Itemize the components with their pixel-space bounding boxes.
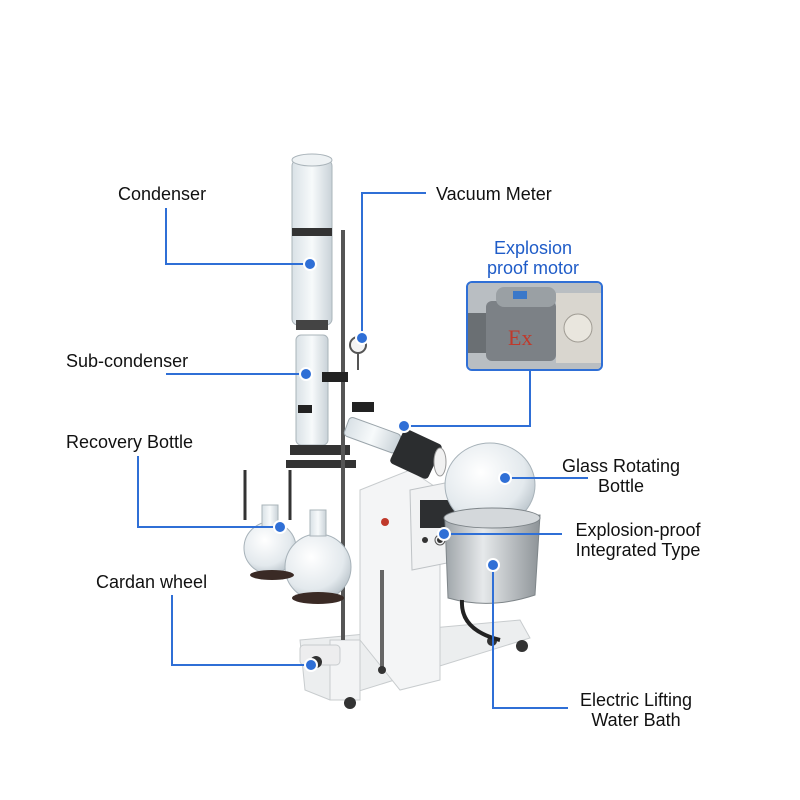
valves	[298, 372, 374, 413]
label-cardan-wheel: Cardan wheel	[96, 572, 208, 592]
label-electric-lifting-water-bath-line2: Water Bath	[591, 710, 681, 730]
label-explosion-proof-integrated-line1: Explosion-proof	[575, 520, 701, 540]
ex-marking: Ex	[508, 325, 532, 350]
label-explosion-proof-integrated-line2: Integrated Type	[575, 540, 701, 560]
leader-dots	[273, 257, 512, 672]
motor-assembly	[343, 416, 447, 479]
condenser-glass	[291, 153, 333, 330]
motor-photo: Ex	[468, 283, 601, 369]
sub-condenser-glass	[286, 334, 356, 468]
label-explosion-proof-motor-line1: Explosion	[493, 238, 573, 258]
label-sub-condenser: Sub-condenser	[66, 351, 189, 371]
leader-lines	[137, 192, 588, 709]
recovery-flasks	[243, 470, 352, 604]
label-electric-lifting-water-bath-line1: Electric Lifting	[579, 690, 693, 710]
label-glass-rotating-bottle-line1: Glass Rotating	[561, 456, 681, 476]
label-vacuum-meter: Vacuum Meter	[436, 184, 552, 204]
vacuum-meter-gauge	[349, 336, 367, 370]
label-glass-rotating-bottle-line2: Bottle	[597, 476, 645, 496]
label-explosion-proof-motor-line2: proof motor	[486, 258, 580, 278]
explosion-proof-motor-inset: Ex	[466, 281, 603, 371]
label-recovery-bottle: Recovery Bottle	[66, 432, 194, 452]
label-condenser: Condenser	[118, 184, 207, 204]
